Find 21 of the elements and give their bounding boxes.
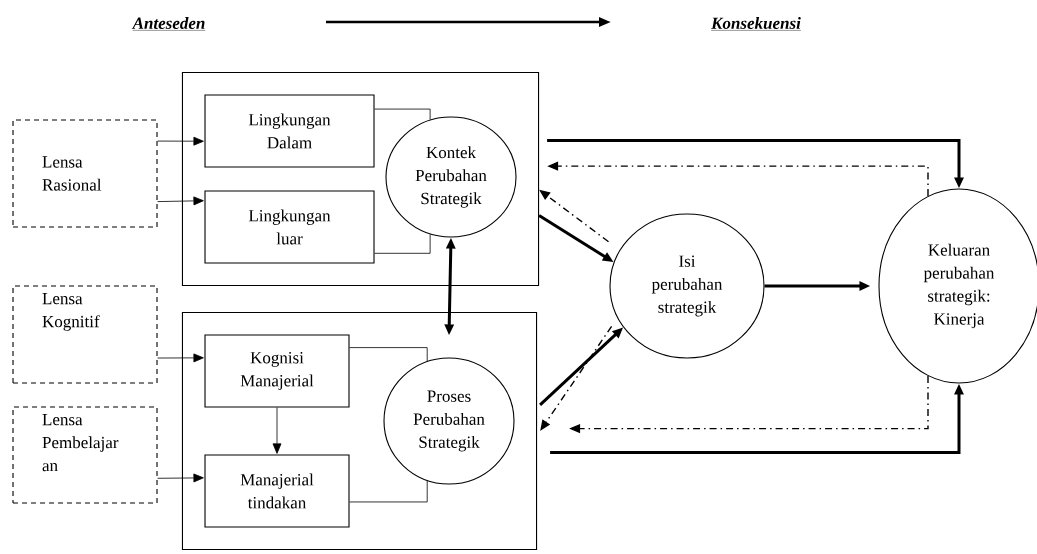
group-frame xyxy=(181,311,538,551)
process-box: Lingkungan Dalam xyxy=(204,94,375,168)
arrow xyxy=(157,136,204,146)
arrow xyxy=(540,325,613,431)
group-frame xyxy=(181,71,540,287)
process-box: Manajerial tindakan xyxy=(204,454,350,528)
connector-line xyxy=(374,234,431,254)
heading: Anteseden xyxy=(131,17,206,31)
connector-line xyxy=(374,108,431,120)
arrow xyxy=(272,407,282,454)
connector-line xyxy=(349,347,428,362)
heading: Konsekuensi xyxy=(710,17,802,31)
process-box: Kognisi Manajerial xyxy=(204,334,350,408)
arrow xyxy=(157,353,204,363)
lens-box: Lensa Pembelajar an xyxy=(12,406,158,504)
arrow xyxy=(157,473,204,483)
arrow xyxy=(157,196,204,206)
process-box: Lingkungan luar xyxy=(204,190,375,264)
lens-box: Lensa Rasional xyxy=(12,119,158,228)
lens-box: Lensa Kognitif xyxy=(12,285,158,384)
connector-line xyxy=(349,480,428,503)
